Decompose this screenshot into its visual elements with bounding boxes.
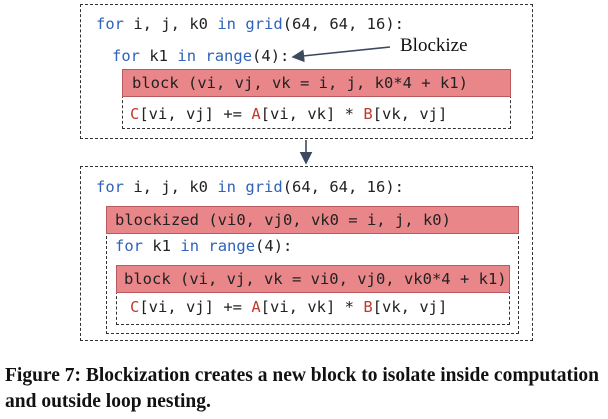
range-args: (4): — [255, 237, 293, 255]
a-index: [vi, vk] * — [260, 298, 364, 316]
range-func: range — [208, 237, 256, 255]
blockized-text: blockized (vi0, vj0, vk0 = i, j, k0) — [115, 211, 451, 229]
grid-func: grid — [245, 15, 283, 33]
b-var: B — [363, 105, 373, 123]
c-var: C — [130, 298, 140, 316]
in-keyword: in — [180, 237, 200, 255]
a-var: A — [251, 298, 261, 316]
figure-caption: Figure 7: Blockization creates a new blo… — [5, 365, 599, 412]
top-inner-loop-line: for k1 in range(4): — [112, 46, 289, 66]
blockized-header — [106, 206, 519, 234]
bottom-inner-loop-line: for k1 in range(4): — [115, 236, 292, 256]
top-block-text: block (vi, vj, vk = i, j, k0*4 + k1) — [132, 74, 468, 92]
loop-vars: i, j, k0 — [133, 15, 208, 33]
grid-args: (64, 64, 16): — [282, 178, 405, 196]
top-stmt-line: C[vi, vj] += A[vi, vk] * B[vk, vj] — [130, 104, 447, 124]
b-index: [vk, vj] — [372, 298, 448, 316]
grid-func: grid — [245, 178, 283, 196]
loop-var: k1 — [149, 47, 169, 65]
b-index: [vk, vj] — [372, 105, 448, 123]
bottom-block-header — [116, 265, 510, 293]
in-keyword: in — [217, 15, 237, 33]
range-func: range — [205, 47, 253, 65]
c-var: C — [130, 105, 140, 123]
for-keyword: for — [96, 15, 124, 33]
in-keyword: in — [177, 47, 197, 65]
loop-vars: i, j, k0 — [133, 178, 208, 196]
bottom-loop-line: for i, j, k0 in grid(64, 64, 16): — [96, 177, 404, 197]
blockize-arrow — [291, 46, 391, 63]
range-args: (4): — [252, 47, 290, 65]
for-keyword: for — [115, 237, 143, 255]
b-var: B — [363, 298, 373, 316]
blockize-annotation: Blockize — [400, 35, 468, 56]
bottom-block-text: block (vi, vj, vk = vi0, vj0, vk0*4 + k1… — [124, 270, 507, 288]
top-block-header — [122, 69, 511, 97]
top-loop-line: for i, j, k0 in grid(64, 64, 16): — [96, 14, 404, 34]
grid-args: (64, 64, 16): — [282, 15, 405, 33]
for-keyword: for — [96, 178, 124, 196]
top-code-panel — [80, 4, 533, 139]
bottom-code-panel — [80, 166, 533, 341]
a-index: [vi, vk] * — [260, 105, 364, 123]
for-keyword: for — [112, 47, 140, 65]
c-index: [vi, vj] += — [139, 105, 252, 123]
loop-var: k1 — [152, 237, 172, 255]
bottom-stmt-line: C[vi, vj] += A[vi, vk] * B[vk, vj] — [130, 297, 447, 317]
in-keyword: in — [217, 178, 237, 196]
a-var: A — [251, 105, 261, 123]
c-index: [vi, vj] += — [139, 298, 252, 316]
